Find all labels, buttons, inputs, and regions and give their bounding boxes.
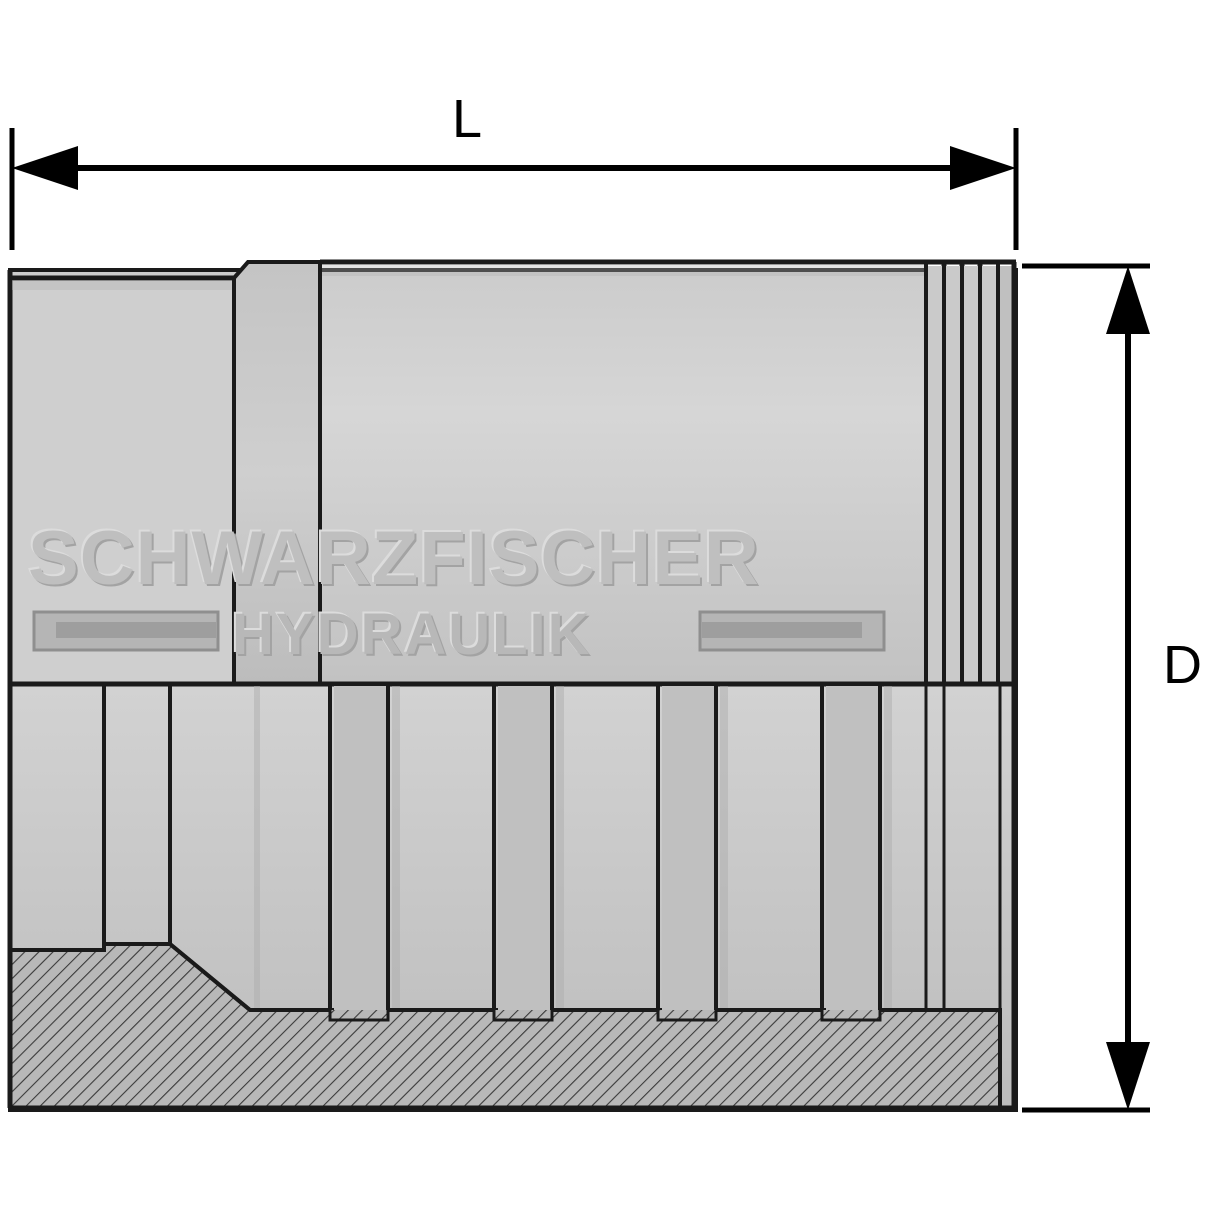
end-ring-grooves	[924, 262, 1014, 1108]
brand-line1: SCHWARZFISCHER	[28, 516, 760, 601]
section-internal-profile	[7, 262, 1017, 1111]
dimension-line-diameter	[1022, 263, 1150, 1113]
lower-shading-bands	[254, 686, 892, 1008]
dimension-line-length	[9, 128, 1019, 250]
brand-line2-highlight: HYDRAULIK	[230, 600, 590, 665]
upper-shading	[12, 264, 924, 290]
dimension-label-diameter: D	[1163, 635, 1202, 695]
brand-line1-highlight: SCHWARZFISCHER	[26, 514, 758, 599]
brand-line2-shadow: HYDRAULIK	[234, 604, 594, 669]
brand-emboss: SCHWARZFISCHER SCHWARZFISCHER SCHWARZFIS…	[26, 514, 886, 669]
ferrule-body: SCHWARZFISCHER SCHWARZFISCHER SCHWARZFIS…	[7, 259, 1018, 1112]
emboss-bars	[32, 610, 886, 652]
dimension-label-length: L	[452, 89, 483, 149]
brand-line2: HYDRAULIK	[232, 602, 592, 667]
brand-line1-shadow: SCHWARZFISCHER	[30, 518, 762, 603]
